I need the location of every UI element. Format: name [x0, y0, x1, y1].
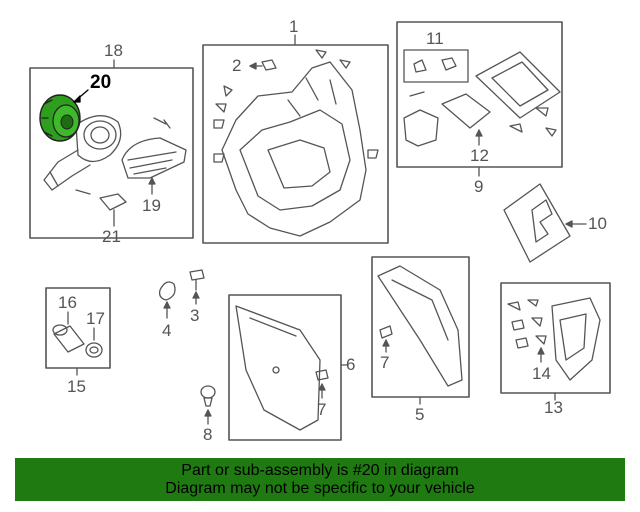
clip-part-8: [200, 385, 216, 407]
socket-part-16: [52, 324, 85, 353]
callout-11: 11: [426, 29, 444, 48]
callout-12: 12: [470, 146, 489, 165]
main-panel-part-1: [221, 61, 367, 237]
blower-duct: [121, 137, 187, 179]
screw-part-3: [189, 269, 205, 291]
callout-2: 2: [232, 56, 242, 75]
group-box-13: [500, 282, 611, 394]
cap-part-17: [85, 342, 103, 358]
parts-diagram: [29, 21, 611, 441]
callout-21: 21: [102, 227, 121, 246]
blower-housing: [43, 115, 122, 191]
callout-19: 19: [142, 196, 161, 215]
callout-14: 14: [532, 364, 551, 383]
callout-5: 5: [415, 405, 425, 424]
group-box-11: [403, 49, 469, 83]
blower-fan-part-20[interactable]: [39, 94, 81, 142]
callout-13: 13: [544, 398, 563, 417]
trim-panel-part-6: [235, 305, 321, 431]
callout-20-highlighted: 20: [90, 72, 112, 93]
callout-16: 16: [58, 293, 77, 312]
lid-part-12: [441, 93, 491, 129]
callout-1: 1: [289, 17, 299, 36]
grommet-part-4: [158, 281, 176, 301]
bracket-part-13: [551, 297, 601, 381]
group-box-15: [45, 287, 111, 369]
callout-18: 18: [104, 41, 123, 60]
callout-7-b: 7: [317, 400, 327, 419]
panel-part-10: [503, 183, 571, 263]
callout-6: 6: [346, 355, 356, 374]
callout-10: 10: [588, 214, 607, 233]
group-box-6: [228, 294, 342, 441]
callout-7-a: 7: [380, 353, 390, 372]
banner-line-1: Part or sub-assembly is #20 in diagram: [181, 462, 459, 479]
group-box-18: [29, 67, 194, 239]
callout-17: 17: [86, 309, 105, 328]
storage-panel-part-9: [475, 51, 561, 119]
callout-3: 3: [190, 306, 200, 325]
highlight-info-banner: Part or sub-assembly is #20 in diagram D…: [15, 458, 625, 501]
callout-9: 9: [474, 177, 484, 196]
callout-8: 8: [203, 425, 213, 444]
callout-4: 4: [162, 321, 172, 340]
banner-line-2: Diagram may not be specific to your vehi…: [165, 480, 475, 497]
callout-15: 15: [67, 377, 86, 396]
group-box-1: [202, 44, 389, 244]
trim-panel-part-5: [377, 265, 463, 387]
